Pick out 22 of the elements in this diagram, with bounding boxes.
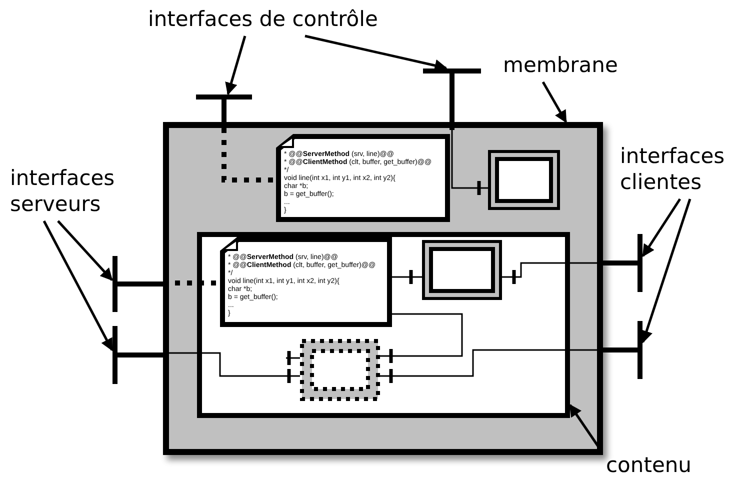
component-drawing [476,150,562,212]
leader-line [42,220,114,352]
leader-line [225,36,246,96]
content-box [197,232,570,418]
callout-label: contenu [606,452,696,478]
component-drawing [286,339,394,401]
interface-symbol [112,256,163,312]
callout-label: interfaces serveurs [10,165,138,217]
leader-line [542,81,568,124]
dotted-connector [222,128,276,182]
leader-line [57,220,113,281]
component-drawing [408,240,517,301]
callout-label: interfaces clientes [620,143,740,195]
interface-symbol [603,234,643,292]
interface-symbol [603,321,643,379]
membrane-box [163,122,603,455]
interface-symbol [423,68,481,130]
interface-symbol [112,326,163,384]
callout-label: interfaces de contrôle [148,6,393,32]
leader-line [640,198,692,344]
leader-line [642,198,682,258]
connector-line [451,130,476,189]
